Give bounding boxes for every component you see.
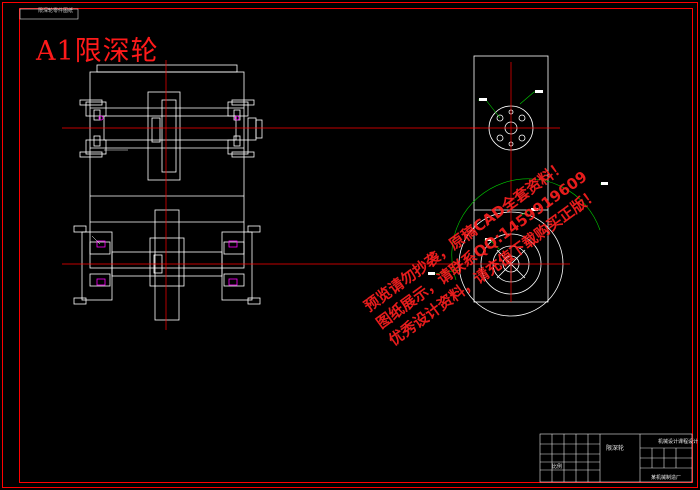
side-view-centerlines [440, 62, 570, 302]
title-block-school: 某机械制造厂 [651, 475, 682, 481]
sheet-tag: 限深轮零件图纸 [38, 8, 74, 14]
front-view-centerlines [62, 60, 480, 330]
title-block-scale: 比例 [552, 464, 563, 470]
side-view-arrow-marks [428, 90, 608, 275]
sheet-tag-box [19, 8, 79, 20]
front-view [73, 64, 263, 321]
bearing-accents [96, 115, 240, 286]
title-block [539, 433, 693, 483]
inner-border [19, 8, 693, 483]
front-view-leaders [91, 149, 128, 245]
title-block-drawing-code: 机械设计课程设计 [658, 439, 699, 445]
title-block-part-name: 限深轮 [606, 445, 625, 452]
drawing-title: A1限深轮 [36, 36, 159, 67]
